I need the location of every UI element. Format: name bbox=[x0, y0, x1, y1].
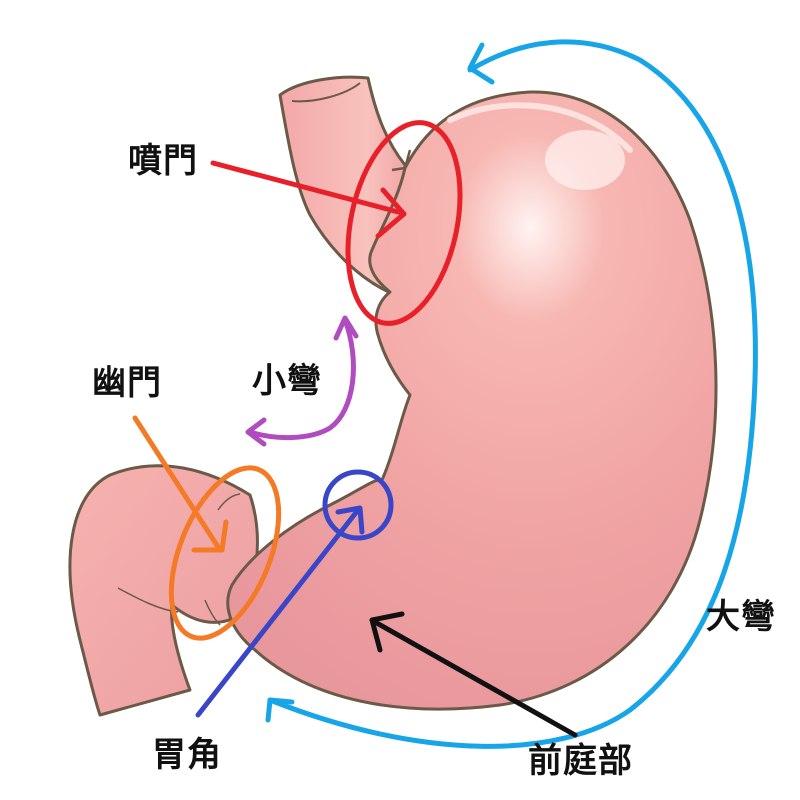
esophagus-opening bbox=[291, 82, 361, 103]
stomach-body bbox=[226, 90, 718, 711]
label-pylorus: 幽門 bbox=[92, 363, 162, 403]
stomach-gloss bbox=[545, 130, 625, 190]
label-greater-curvature: 大彎 bbox=[706, 597, 776, 637]
antrum-arrow bbox=[369, 611, 578, 738]
lesser-curvature-arrow bbox=[245, 315, 359, 447]
pylorus-marker bbox=[132, 415, 282, 641]
label-angular-incisure: 胃角 bbox=[152, 735, 222, 775]
label-antrum: 前庭部 bbox=[528, 741, 633, 781]
angular-incisure-marker bbox=[195, 469, 394, 718]
label-cardia: 噴門 bbox=[128, 141, 198, 181]
pylorus-fold bbox=[217, 493, 241, 511]
stomach-highlight bbox=[447, 102, 633, 153]
greater-curvature-arrow bbox=[265, 39, 758, 749]
pylorus-fold-lower bbox=[204, 599, 221, 626]
cardia-marker bbox=[210, 120, 463, 326]
label-lesser-curvature: 小彎 bbox=[252, 361, 322, 401]
cardia-notch bbox=[391, 149, 412, 172]
